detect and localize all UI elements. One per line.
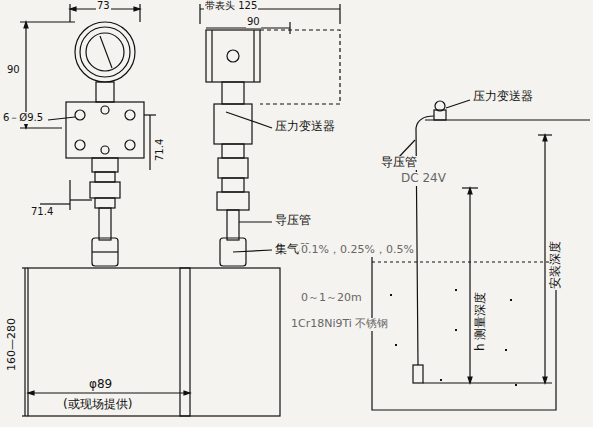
dimension-label: 带表头 125 — [204, 0, 258, 12]
dimension-label: 90 — [6, 64, 21, 76]
part-label: 导压管 — [380, 156, 418, 170]
spec-text: 0.1%，0.25%，0.5% — [300, 244, 415, 257]
spec-text: 1Cr18Ni9Ti 不锈钢 — [290, 318, 389, 331]
spec-text: DC 24V — [400, 172, 447, 186]
dimension-label: 90 — [246, 16, 261, 28]
dimension-label: 73 — [96, 0, 111, 12]
dimension-note: (或现场提供) — [62, 398, 133, 412]
part-label: 导压管 — [274, 214, 312, 228]
dimension-label: h 测量深度 — [474, 291, 488, 352]
spec-text: 0～1～20m — [300, 292, 363, 305]
dimension-label: 安装深度 — [549, 240, 563, 290]
part-label: 压力变送器 — [472, 90, 534, 104]
front-view — [20, 4, 190, 416]
part-label: 压力变送器 — [274, 120, 336, 134]
dimension-label: 160—280 — [6, 317, 19, 372]
dimension-label: 71.4 — [154, 138, 166, 162]
dimension-label: 6－Ø9.5 — [2, 112, 44, 124]
dimension-label: 71.4 — [30, 206, 54, 218]
side-view — [180, 4, 340, 416]
dimension-label: φ89 — [88, 378, 113, 392]
